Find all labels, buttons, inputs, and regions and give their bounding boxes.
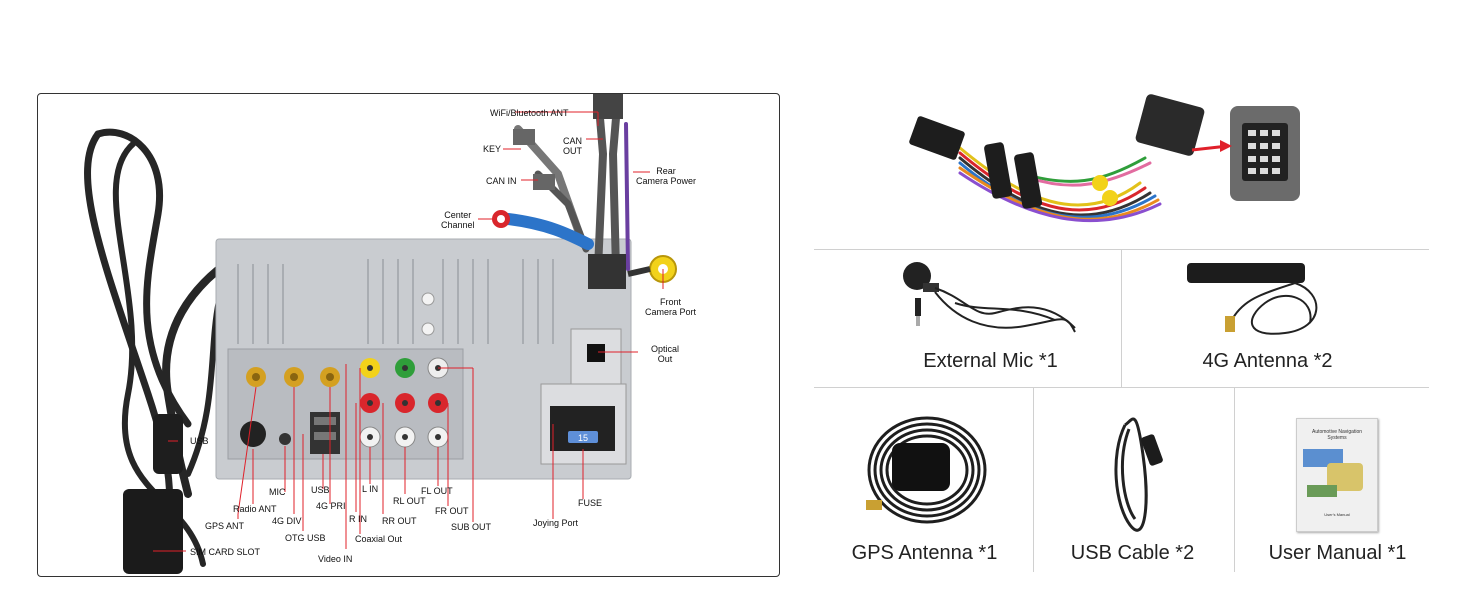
wiring-harness-image	[909, 94, 1300, 223]
external-mic-image	[903, 262, 1076, 333]
user-manual-label: User Manual *1	[1268, 542, 1407, 564]
joying-port	[550, 406, 615, 451]
fuse	[568, 431, 598, 443]
chassis-vents	[237, 259, 554, 344]
fuse-text: 15	[578, 433, 588, 443]
label-rr-out: RR OUT	[382, 516, 417, 526]
label-otg-usb: OTG USB	[285, 533, 326, 543]
label-leader-lines	[153, 111, 664, 552]
label-wifi-bt-ant: WiFi/Bluetooth ANT	[490, 108, 569, 118]
label-usb-side: USB	[190, 436, 209, 446]
label-joying-port: Joying Port	[533, 518, 579, 528]
gps-ant-connector	[246, 367, 266, 387]
divider	[814, 387, 1429, 388]
usb-cable-image	[1114, 417, 1163, 532]
label-coaxial-out: Coaxial Out	[355, 534, 403, 544]
external-mic-label: External Mic *1	[923, 350, 1058, 372]
label-4g-div: 4G DIV	[272, 516, 302, 526]
label-fr-out: FR OUT	[435, 506, 469, 516]
4g-antenna-label: 4G Antenna *2	[1202, 350, 1333, 372]
label-l-in: L IN	[362, 484, 379, 494]
label-r-in: R IN	[349, 514, 367, 524]
label-video-in: Video IN	[318, 554, 353, 564]
label-key: KEY	[483, 144, 502, 154]
iso-plug-left	[909, 116, 965, 160]
4g-pri-connector	[320, 367, 340, 387]
label-fl-out: FL OUT	[421, 486, 453, 496]
sim-card-slot-block	[123, 489, 183, 574]
optical-out-port	[587, 344, 605, 362]
usb-plug	[153, 414, 183, 474]
can-in-plug	[533, 174, 555, 190]
label-usb: USB	[311, 485, 330, 495]
label-can-out: CAN OUT	[563, 136, 583, 156]
label-fuse: FUSE	[578, 498, 603, 508]
label-can-in: CAN IN	[486, 176, 517, 186]
mic-port	[279, 433, 291, 445]
divider	[1033, 387, 1034, 572]
label-gps-ant: GPS ANT	[205, 521, 245, 531]
4g-div-connector	[284, 367, 304, 387]
4g-antenna-image	[1187, 263, 1318, 335]
rca-jacks	[359, 357, 449, 448]
key-plug	[513, 129, 535, 145]
label-optical-out: Optical Out	[651, 344, 680, 364]
label-rl-out: RL OUT	[393, 496, 426, 506]
divider	[1121, 249, 1122, 387]
manual-title: Automotive Navigation Systems	[1311, 429, 1363, 441]
label-4g-pri: 4G PRI	[316, 501, 346, 511]
iso-plug-right	[1135, 94, 1205, 156]
label-front-camera-port: Front Camera Port	[645, 297, 697, 317]
label-mic: MIC	[269, 487, 286, 497]
gps-antenna-image	[866, 416, 987, 524]
head-unit-rear-panel: 15	[37, 93, 780, 577]
label-rear-camera-power: Rear Camera Power	[636, 166, 697, 186]
radio-ant-port	[240, 421, 266, 447]
label-sim-card-slot: SIM CARD SLOT	[190, 547, 261, 557]
arrow-icon	[1220, 140, 1232, 152]
divider	[1234, 387, 1235, 572]
gps-antenna-label: GPS Antenna *1	[851, 542, 998, 564]
camera-bundle	[588, 254, 626, 289]
user-manual-image: Automotive Navigation Systems User's Man…	[1296, 418, 1378, 532]
manual-subtitle: User's Manual	[1324, 512, 1350, 517]
head-unit-illustration: 15	[84, 94, 677, 574]
usb-cable-label: USB Cable *2	[1070, 542, 1195, 564]
label-sub-out: SUB OUT	[451, 522, 492, 532]
label-center-channel: Center Channel	[441, 210, 475, 230]
label-radio-ant: Radio ANT	[233, 504, 277, 514]
